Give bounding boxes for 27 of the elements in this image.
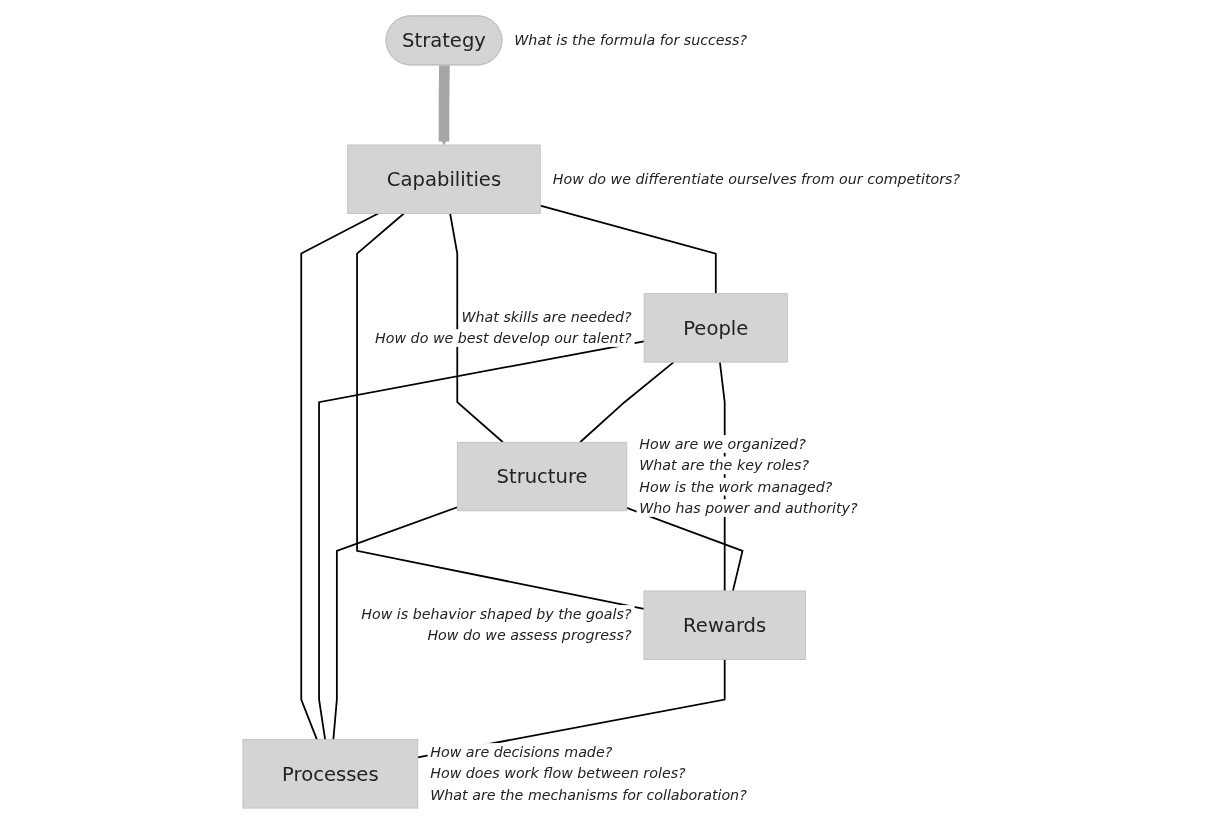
question-text: How does work flow between roles? <box>430 764 686 781</box>
question-text: How do we assess progress? <box>427 626 632 643</box>
node-box: Rewards <box>643 589 806 660</box>
question-text: Who has power and authority? <box>639 499 858 516</box>
question-text: How are decisions made? <box>430 743 613 760</box>
node-box: People <box>643 292 788 363</box>
question-text: How do we differentiate ourselves from our competitors? <box>552 170 960 187</box>
connector <box>539 204 717 294</box>
question-text: What is the formula for success? <box>514 31 747 48</box>
question-text: What are the key roles? <box>639 456 810 473</box>
connector <box>300 212 380 740</box>
question-text: What are the mechanisms for collaboration? <box>430 786 747 803</box>
connector <box>625 506 744 592</box>
connector <box>356 212 645 610</box>
question-text: What skills are needed? <box>461 308 632 325</box>
question-text: How is the work managed? <box>639 478 833 495</box>
node-box: Structure <box>456 441 628 511</box>
connector <box>318 339 645 740</box>
node-box: Capabilities <box>347 144 541 214</box>
connector <box>449 212 504 443</box>
connector <box>332 505 459 740</box>
question-text: How do we best develop our talent? <box>375 329 632 346</box>
question-text: How are we organized? <box>639 435 806 452</box>
node-box: Processes <box>242 738 419 809</box>
arrow <box>438 64 450 145</box>
connector <box>579 360 675 443</box>
question-text: How is behavior shaped by the goals? <box>361 605 632 622</box>
